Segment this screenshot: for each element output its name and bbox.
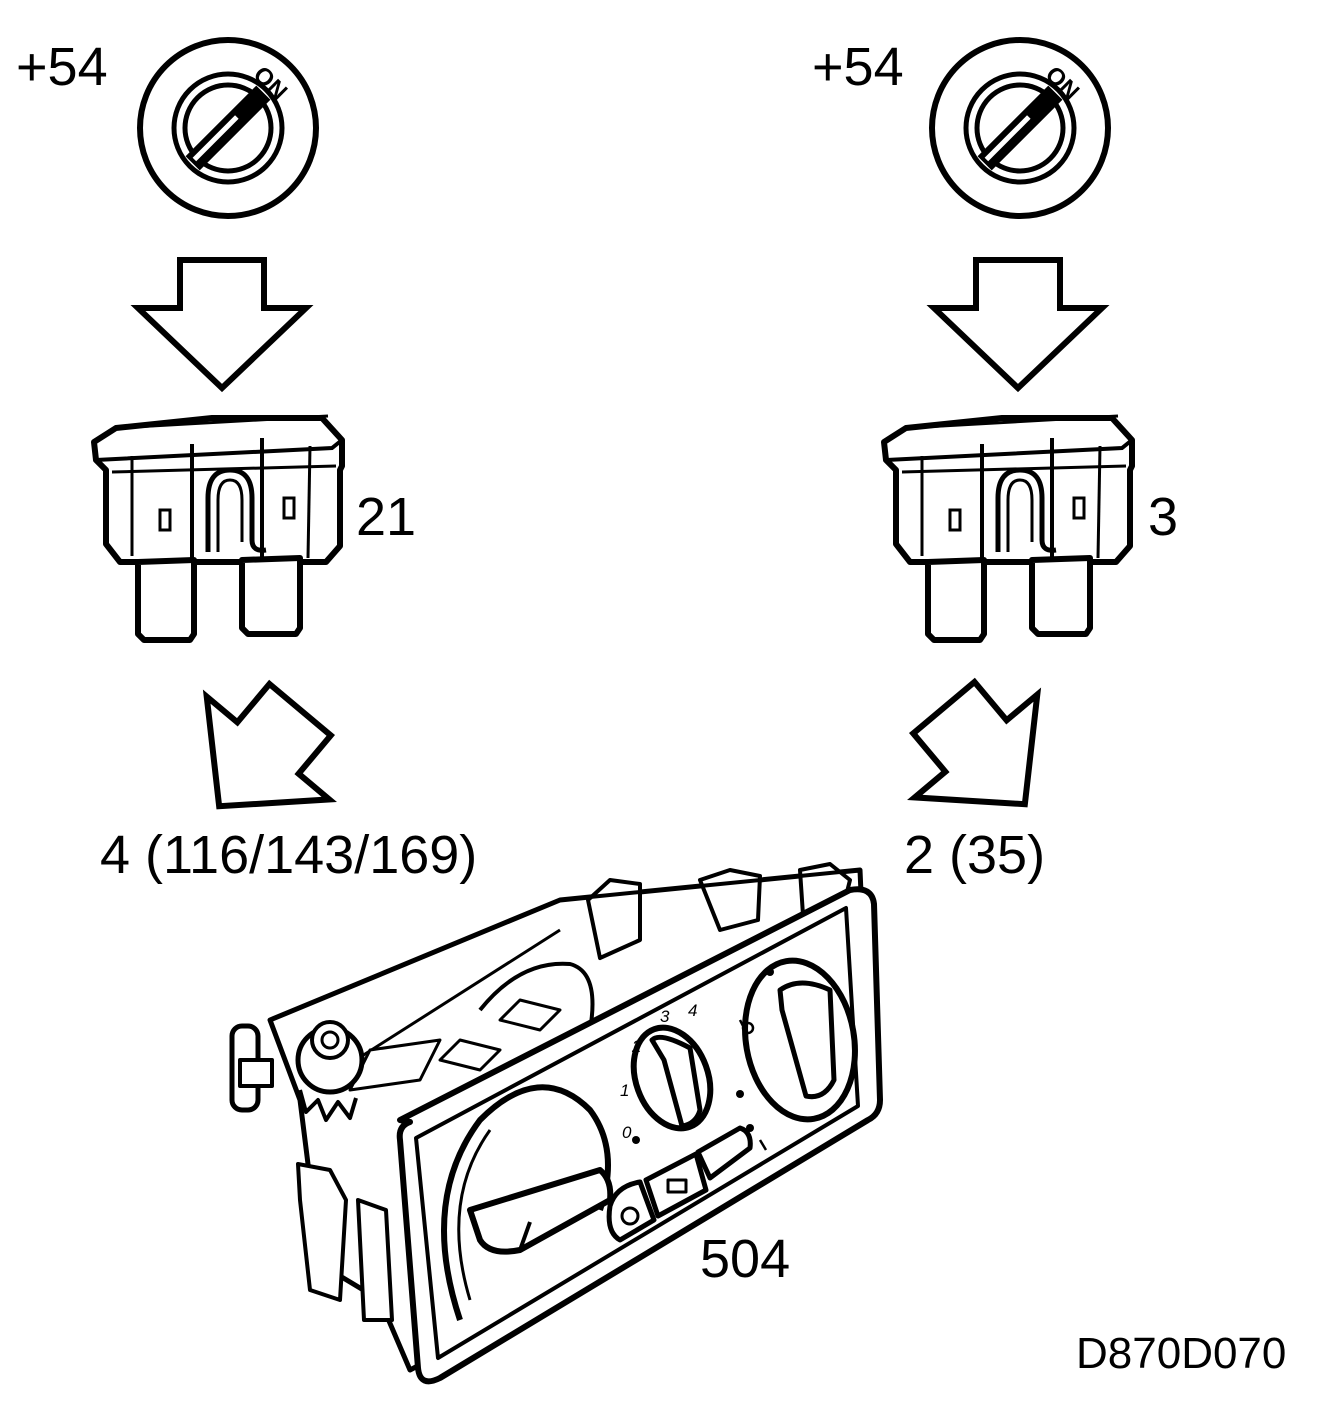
ignition-switch-left: [140, 40, 316, 216]
mode-dial-icon: [441, 1084, 614, 1321]
component-number: 504: [700, 1229, 791, 1289]
climate-control-panel: [229, 862, 883, 1385]
rear-defrost-button-icon: [643, 1151, 709, 1219]
fuse-number-left: 21: [356, 487, 417, 547]
fuse-3-icon: [884, 416, 1132, 640]
ac-button-icon: [695, 1125, 753, 1181]
arrow-down-icon: [934, 260, 1102, 388]
terminal-label-right: 2 (35): [904, 825, 1046, 885]
fuse-21-icon: [94, 416, 342, 640]
fan-dial-mark-4: 4: [688, 1001, 697, 1020]
fan-dial-mark-0: 0: [622, 1123, 632, 1142]
fan-speed-dial-icon: [630, 1024, 714, 1132]
terminal-label-left: 4 (116/143/169): [100, 825, 478, 885]
fan-dial-marks: 0 1 2 3 4: [620, 1001, 697, 1142]
fan-dial-mark-3: 3: [660, 1007, 670, 1026]
arrow-down-icon: [138, 260, 306, 388]
arrow-down-left-icon: [202, 679, 337, 810]
fan-dial-mark-1: 1: [620, 1081, 629, 1100]
temperature-dial-icon: [742, 957, 858, 1123]
ignition-switch-right: [932, 40, 1108, 216]
recirc-button-icon: [606, 1179, 657, 1243]
supply-label-left: +54: [16, 37, 108, 97]
fuse-number-right: 3: [1148, 487, 1179, 547]
supply-label-right: +54: [812, 37, 904, 97]
fan-dial-mark-2: 2: [631, 1037, 642, 1056]
gear-icon: [295, 1020, 365, 1122]
figure-code: D870D070: [1076, 1329, 1287, 1378]
arrow-down-right-icon: [907, 677, 1042, 808]
connector-pin-icon: [229, 1023, 274, 1113]
